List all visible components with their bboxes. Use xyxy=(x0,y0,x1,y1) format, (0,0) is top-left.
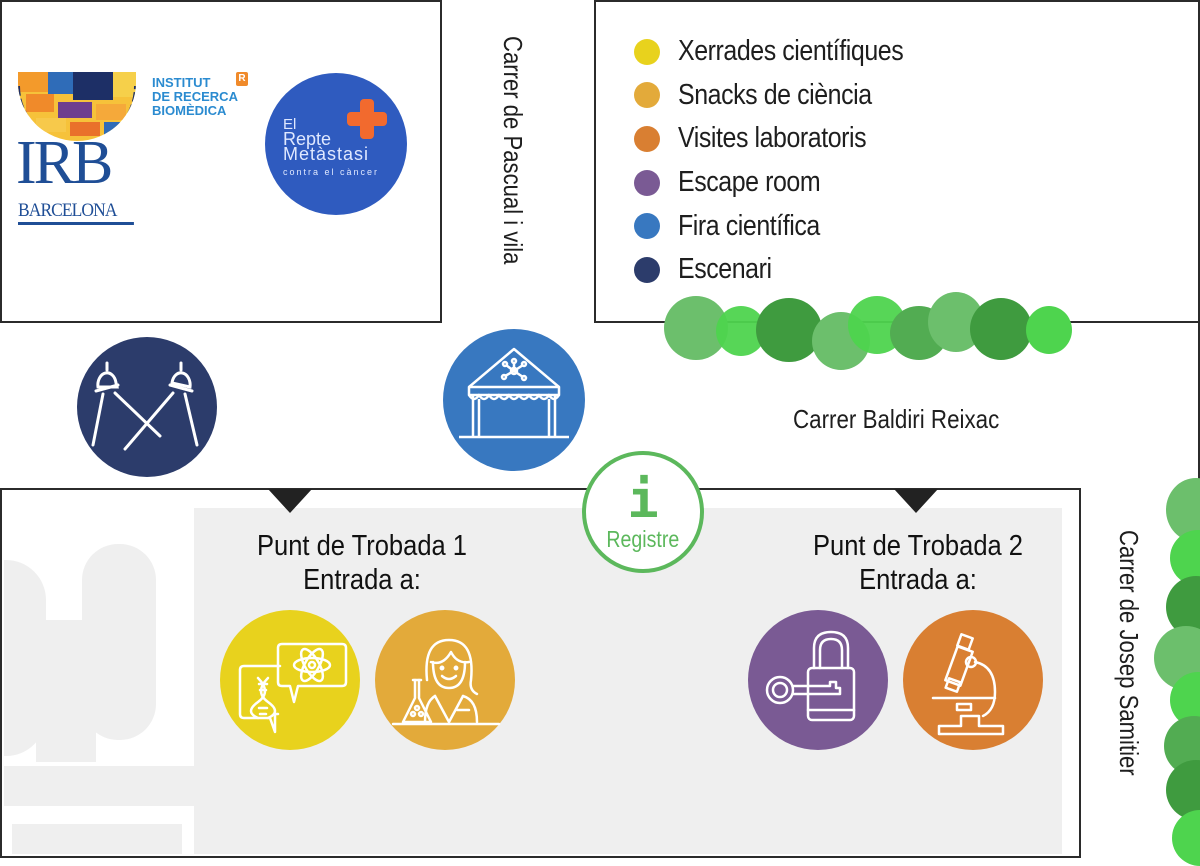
legend-dot-purple xyxy=(634,169,660,196)
street-label-pascual: Carrer de Pascual i vila xyxy=(498,36,528,265)
stage-marker[interactable] xyxy=(77,337,217,477)
meeting-point-1-title: Punt de Trobada 1 xyxy=(256,530,467,562)
irb-wordmark: IRB xyxy=(16,129,113,197)
science-fair-marker[interactable] xyxy=(443,329,585,471)
bush xyxy=(970,298,1032,360)
legend-dot-yellow xyxy=(634,38,660,65)
meeting-point-2-title: Punt de Trobada 2 xyxy=(812,530,1023,562)
dna-atom-chat-icon xyxy=(238,642,348,734)
legend-item: Escape room xyxy=(634,161,940,205)
scientist-icon xyxy=(391,638,501,726)
science-talks-marker[interactable] xyxy=(220,610,360,750)
legend-item: Xerrades científiques xyxy=(634,30,940,74)
info-icon: i xyxy=(627,469,659,530)
bush xyxy=(756,298,822,362)
legend-dot-blue xyxy=(634,213,660,240)
irb-logo: IRB BARCELONA xyxy=(16,72,138,232)
street-label-baldiri: Carrer Baldiri Reixac xyxy=(793,404,1000,434)
repte-cross-icon-bar xyxy=(347,112,387,126)
padlock-key-icon xyxy=(765,630,856,722)
bush xyxy=(1026,306,1072,354)
legend-dot-navy xyxy=(634,256,660,283)
meeting-point-2-subtitle: Entrada a: xyxy=(859,564,977,596)
registration-marker[interactable]: i Registre xyxy=(582,451,704,573)
map-legend: Xerrades científiques Snacks de ciència … xyxy=(634,30,940,292)
building-legend-block xyxy=(594,0,1200,323)
repte-text: El Repte Metàstasi contra el càncer xyxy=(283,116,380,177)
legend-dot-amber xyxy=(634,82,660,109)
background-shape xyxy=(12,824,182,854)
spotlights-icon xyxy=(91,361,199,451)
meeting-point-1-arrow-icon xyxy=(268,489,312,513)
legend-item: Escenari xyxy=(634,248,940,292)
lab-visits-marker[interactable] xyxy=(903,610,1043,750)
microscope-icon xyxy=(931,633,1005,736)
repte-metastasi-logo: El Repte Metàstasi contra el càncer xyxy=(265,73,407,215)
tent-icon xyxy=(459,347,569,439)
bush xyxy=(1172,810,1200,866)
escape-room-marker[interactable] xyxy=(748,610,888,750)
building-right-edge xyxy=(1198,0,1200,854)
legend-item: Fira científica xyxy=(634,204,940,248)
irb-mosaic-icon xyxy=(18,72,136,141)
legend-item: Visites laboratoris xyxy=(634,117,940,161)
meeting-point-1-subtitle: Entrada a: xyxy=(303,564,421,596)
street-label-samitier: Carrer de Josep Samitier xyxy=(1114,530,1144,776)
meeting-point-2-arrow-icon xyxy=(894,489,938,513)
background-shape xyxy=(36,620,96,762)
registration-label: Registre xyxy=(606,525,680,552)
irb-subtitle: BARCELONA xyxy=(18,200,134,225)
science-snacks-marker[interactable] xyxy=(375,610,515,750)
irb-r-badge: R xyxy=(236,72,248,86)
background-shape xyxy=(4,766,194,806)
legend-item: Snacks de ciència xyxy=(634,74,940,118)
legend-dot-orange xyxy=(634,125,660,152)
irb-institute-text: INSTITUT DE RECERCA BIOMÈDICA xyxy=(152,75,238,118)
